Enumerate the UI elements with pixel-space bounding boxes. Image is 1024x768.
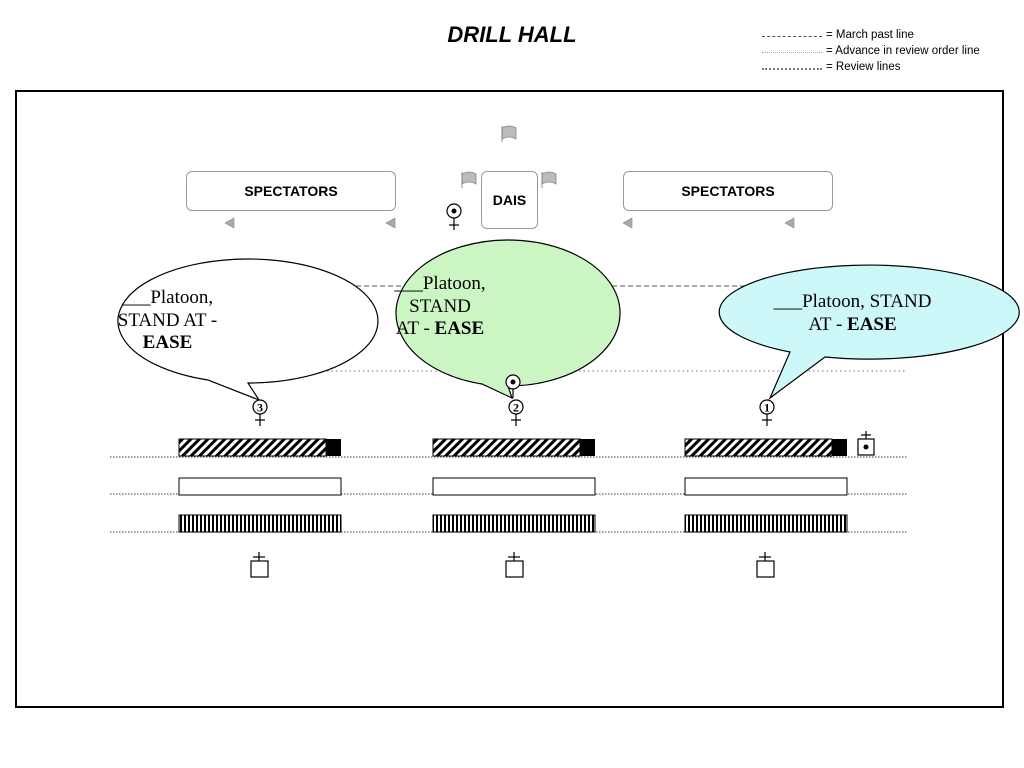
callout-line: ___Platoon, STAND bbox=[773, 291, 932, 313]
dais-box: DAIS bbox=[481, 171, 538, 229]
legend-label: = Advance in review order line bbox=[826, 45, 980, 57]
left-arrow-icon bbox=[784, 217, 795, 229]
callout-line: STAND AT - bbox=[117, 309, 218, 331]
left-arrow-icon bbox=[224, 217, 235, 229]
callout-bubble-right bbox=[718, 264, 1020, 400]
page-title: DRILL HALL bbox=[447, 22, 577, 47]
left-arrow-icon bbox=[622, 217, 633, 229]
platoon-3-rear-rank bbox=[178, 514, 342, 533]
spectators-right-box: SPECTATORS bbox=[623, 171, 833, 211]
platoon-3-front-rank bbox=[178, 438, 341, 457]
callout-line: STAND bbox=[409, 295, 471, 317]
callout-line: AT - bbox=[808, 314, 848, 335]
dais-label: DAIS bbox=[492, 192, 527, 208]
platoon-2-rear-rank bbox=[432, 514, 596, 533]
legend: = March past line = Advance in review or… bbox=[762, 29, 1024, 77]
drill-hall-frame bbox=[15, 90, 1004, 708]
legend-label: = Review lines bbox=[826, 61, 901, 73]
sergeant-icon bbox=[505, 552, 524, 578]
reviewing-officer-icon bbox=[446, 203, 462, 230]
legend-item-march-past: = March past line bbox=[762, 29, 1024, 45]
spectators-left-label: SPECTATORS bbox=[244, 183, 338, 199]
callout-right-text: ___Platoon, STAND AT - EASE bbox=[715, 286, 990, 342]
callout-bubble-left bbox=[117, 258, 379, 402]
platoon-number: 1 bbox=[764, 401, 770, 415]
sergeant-icon bbox=[756, 552, 775, 578]
advance-line-swatch bbox=[762, 52, 822, 53]
left-arrow-icon bbox=[385, 217, 396, 229]
platoon-marker-2: 2 bbox=[508, 399, 524, 426]
platoon-2-middle-rank bbox=[432, 477, 596, 496]
callout-line: ___Platoon, bbox=[121, 286, 214, 308]
platoon-marker-3: 3 bbox=[252, 399, 268, 426]
right-marker-icon bbox=[857, 431, 875, 456]
flag-icon bbox=[501, 125, 517, 142]
legend-label: = March past line bbox=[826, 29, 914, 41]
spectators-left-box: SPECTATORS bbox=[186, 171, 396, 211]
platoon-number: 2 bbox=[513, 401, 519, 415]
sergeant-icon bbox=[250, 552, 269, 578]
platoon-3-middle-rank bbox=[178, 477, 342, 496]
callout-left-text: ___Platoon, STAND AT - EASE bbox=[85, 280, 250, 362]
callout-emphasis: EASE bbox=[142, 332, 193, 354]
callout-center-text: ___Platoon, STAND AT - EASE bbox=[360, 264, 520, 350]
legend-item-review: = Review lines bbox=[762, 61, 1024, 77]
flag-icon bbox=[461, 171, 477, 188]
callout-bubble-center bbox=[395, 239, 621, 400]
platoon-number: 3 bbox=[257, 401, 263, 415]
callout-emphasis: EASE bbox=[847, 314, 897, 335]
spectators-right-label: SPECTATORS bbox=[681, 183, 775, 199]
platoon-1-front-rank bbox=[684, 438, 847, 457]
callout-emphasis: EASE bbox=[434, 318, 485, 340]
platoon-1-middle-rank bbox=[684, 477, 848, 496]
legend-item-advance: = Advance in review order line bbox=[762, 45, 1024, 61]
platoon-officer-icon bbox=[505, 374, 521, 398]
flag-icon bbox=[541, 171, 557, 188]
callout-line: ___Platoon, bbox=[394, 272, 486, 294]
platoon-marker-1: 1 bbox=[759, 399, 775, 426]
platoon-1-rear-rank bbox=[684, 514, 848, 533]
callout-line: AT - bbox=[395, 318, 435, 340]
march-past-line-swatch bbox=[762, 36, 822, 37]
platoon-2-front-rank bbox=[432, 438, 595, 457]
review-line-swatch bbox=[762, 68, 822, 70]
